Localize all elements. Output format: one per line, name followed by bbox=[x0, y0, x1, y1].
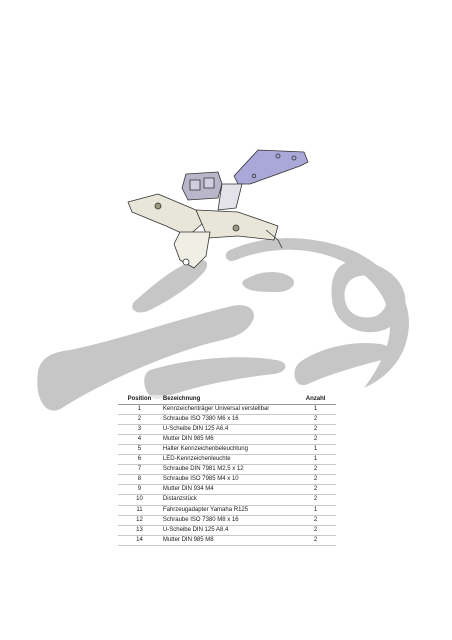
cell-position: 4 bbox=[118, 434, 161, 446]
cell-quantity: 2 bbox=[295, 494, 336, 506]
cell-description: Mutter DIN 985 M6 bbox=[160, 434, 296, 446]
cell-position: 8 bbox=[118, 474, 161, 486]
cell-quantity: 1 bbox=[295, 454, 336, 466]
cell-description: Schraube DIN 7981 M2,5 x 12 bbox=[160, 464, 296, 476]
cell-quantity: 2 bbox=[295, 424, 336, 436]
cell-description: U-Scheibe DIN 125 A8.4 bbox=[160, 525, 296, 536]
cell-quantity: 2 bbox=[295, 414, 336, 426]
header-description: Bezeichnung bbox=[160, 395, 296, 406]
assembly-drawing bbox=[127, 149, 309, 269]
header-position: Position bbox=[118, 395, 161, 406]
table-header-row: Position Bezeichnung Anzahl bbox=[118, 395, 336, 406]
cell-description: Kennzeichenträger Universal verstellbar bbox=[160, 404, 296, 416]
cell-description: U-Scheibe DIN 125 A6.4 bbox=[160, 424, 296, 436]
cell-position: 11 bbox=[118, 505, 161, 516]
cell-position: 2 bbox=[118, 414, 161, 426]
cell-description: Schraube ISO 7985 M4 x 10 bbox=[160, 474, 296, 486]
cell-quantity: 2 bbox=[295, 535, 336, 546]
cell-description: Mutter DIN 934 M4 bbox=[160, 484, 296, 496]
cell-description: Mutter DIN 985 M8 bbox=[160, 535, 296, 546]
cell-quantity: 2 bbox=[295, 484, 336, 496]
cell-quantity: 1 bbox=[295, 505, 336, 516]
cell-quantity: 1 bbox=[295, 444, 336, 456]
cell-description: LED-Kennzeichenleuchte bbox=[160, 454, 296, 466]
cell-position: 12 bbox=[118, 515, 161, 526]
cell-position: 6 bbox=[118, 454, 161, 466]
cell-position: 5 bbox=[118, 444, 161, 456]
cell-description: Fahrzeugadapter Yamaha R125 bbox=[160, 505, 296, 516]
cell-description: Schraube ISO 7380 M6 x 16 bbox=[160, 414, 296, 426]
cell-position: 7 bbox=[118, 464, 161, 476]
cell-quantity: 1 bbox=[295, 404, 336, 416]
cell-position: 10 bbox=[118, 494, 161, 506]
cell-position: 3 bbox=[118, 424, 161, 436]
cell-position: 14 bbox=[118, 535, 161, 546]
header-quantity: Anzahl bbox=[295, 395, 336, 406]
cell-description: Distanzstück bbox=[160, 494, 296, 506]
cell-description: Halter Kennzeichenbeleuchtung bbox=[160, 444, 296, 456]
cell-quantity: 2 bbox=[295, 464, 336, 476]
cell-position: 9 bbox=[118, 484, 161, 496]
cell-position: 13 bbox=[118, 525, 161, 536]
cell-quantity: 2 bbox=[295, 515, 336, 526]
cell-quantity: 2 bbox=[295, 434, 336, 446]
cell-description: Schraube ISO 7380 M8 x 16 bbox=[160, 515, 296, 526]
cell-quantity: 2 bbox=[295, 525, 336, 536]
cell-quantity: 2 bbox=[295, 474, 336, 486]
cell-position: 1 bbox=[118, 404, 161, 416]
